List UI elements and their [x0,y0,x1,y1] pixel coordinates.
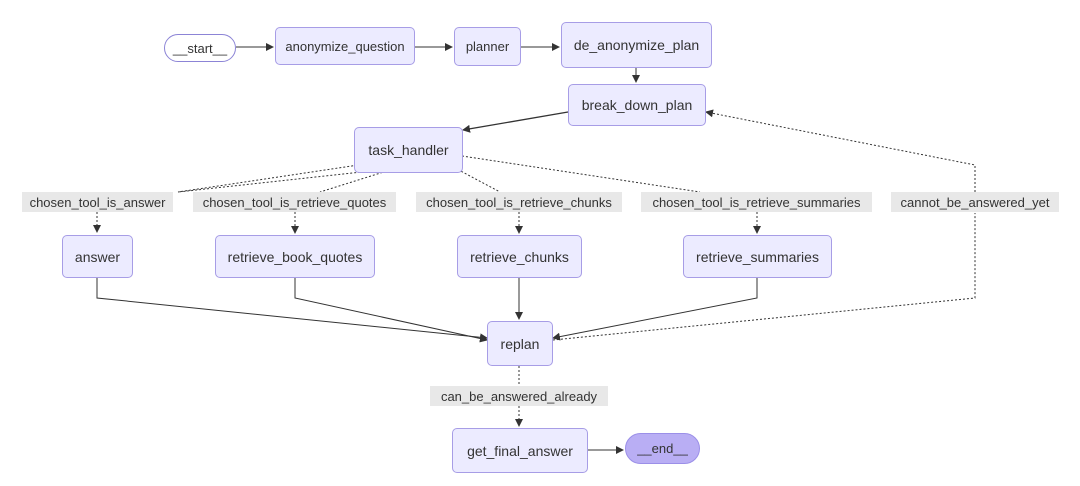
node-retrieve-summaries: retrieve_summaries [683,235,832,278]
node-get-final-answer: get_final_answer [452,428,588,473]
edge-replan-to-breakdown [552,112,976,341]
node-break-down-plan: break_down_plan [568,84,706,126]
edge-taskhandler-to-answer [97,169,381,232]
label-chosen-tool-is-retrieve-summaries: chosen_tool_is_retrieve_summaries [641,192,872,212]
label-cannot-be-answered-yet: cannot_be_answered_yet [891,192,1059,212]
edge-taskhandler-to-quotes [295,169,391,233]
node-retrieve-book-quotes: retrieve_book_quotes [215,235,375,278]
node-end: __end__ [625,433,700,464]
node-task-handler: task_handler [354,127,463,173]
label-chosen-tool-is-retrieve-chunks: chosen_tool_is_retrieve_chunks [416,192,622,212]
edge-answer-to-replan [96,278,488,342]
edge-quotes-to-replan [294,278,488,343]
node-retrieve-chunks: retrieve_chunks [457,235,582,278]
edge-breakdown-to-taskhandler [462,111,569,133]
node-replan: replan [487,321,553,366]
node-anonymize-question: anonymize_question [275,27,415,65]
label-can-be-answered-already: can_be_answered_already [430,386,608,406]
label-chosen-tool-is-retrieve-quotes: chosen_tool_is_retrieve_quotes [193,192,396,212]
edge-taskhandler-to-summaries [461,155,757,233]
edge-summaries-to-replan [552,278,758,341]
node-start: __start__ [164,34,236,62]
edge-taskhandler-to-answer-upper [177,163,366,193]
label-chosen-tool-is-answer: chosen_tool_is_answer [22,192,173,212]
edge-taskhandler-to-chunks [439,159,519,233]
node-planner: planner [454,27,521,66]
node-answer: answer [62,235,133,278]
node-de-anonymize-plan: de_anonymize_plan [561,22,712,68]
